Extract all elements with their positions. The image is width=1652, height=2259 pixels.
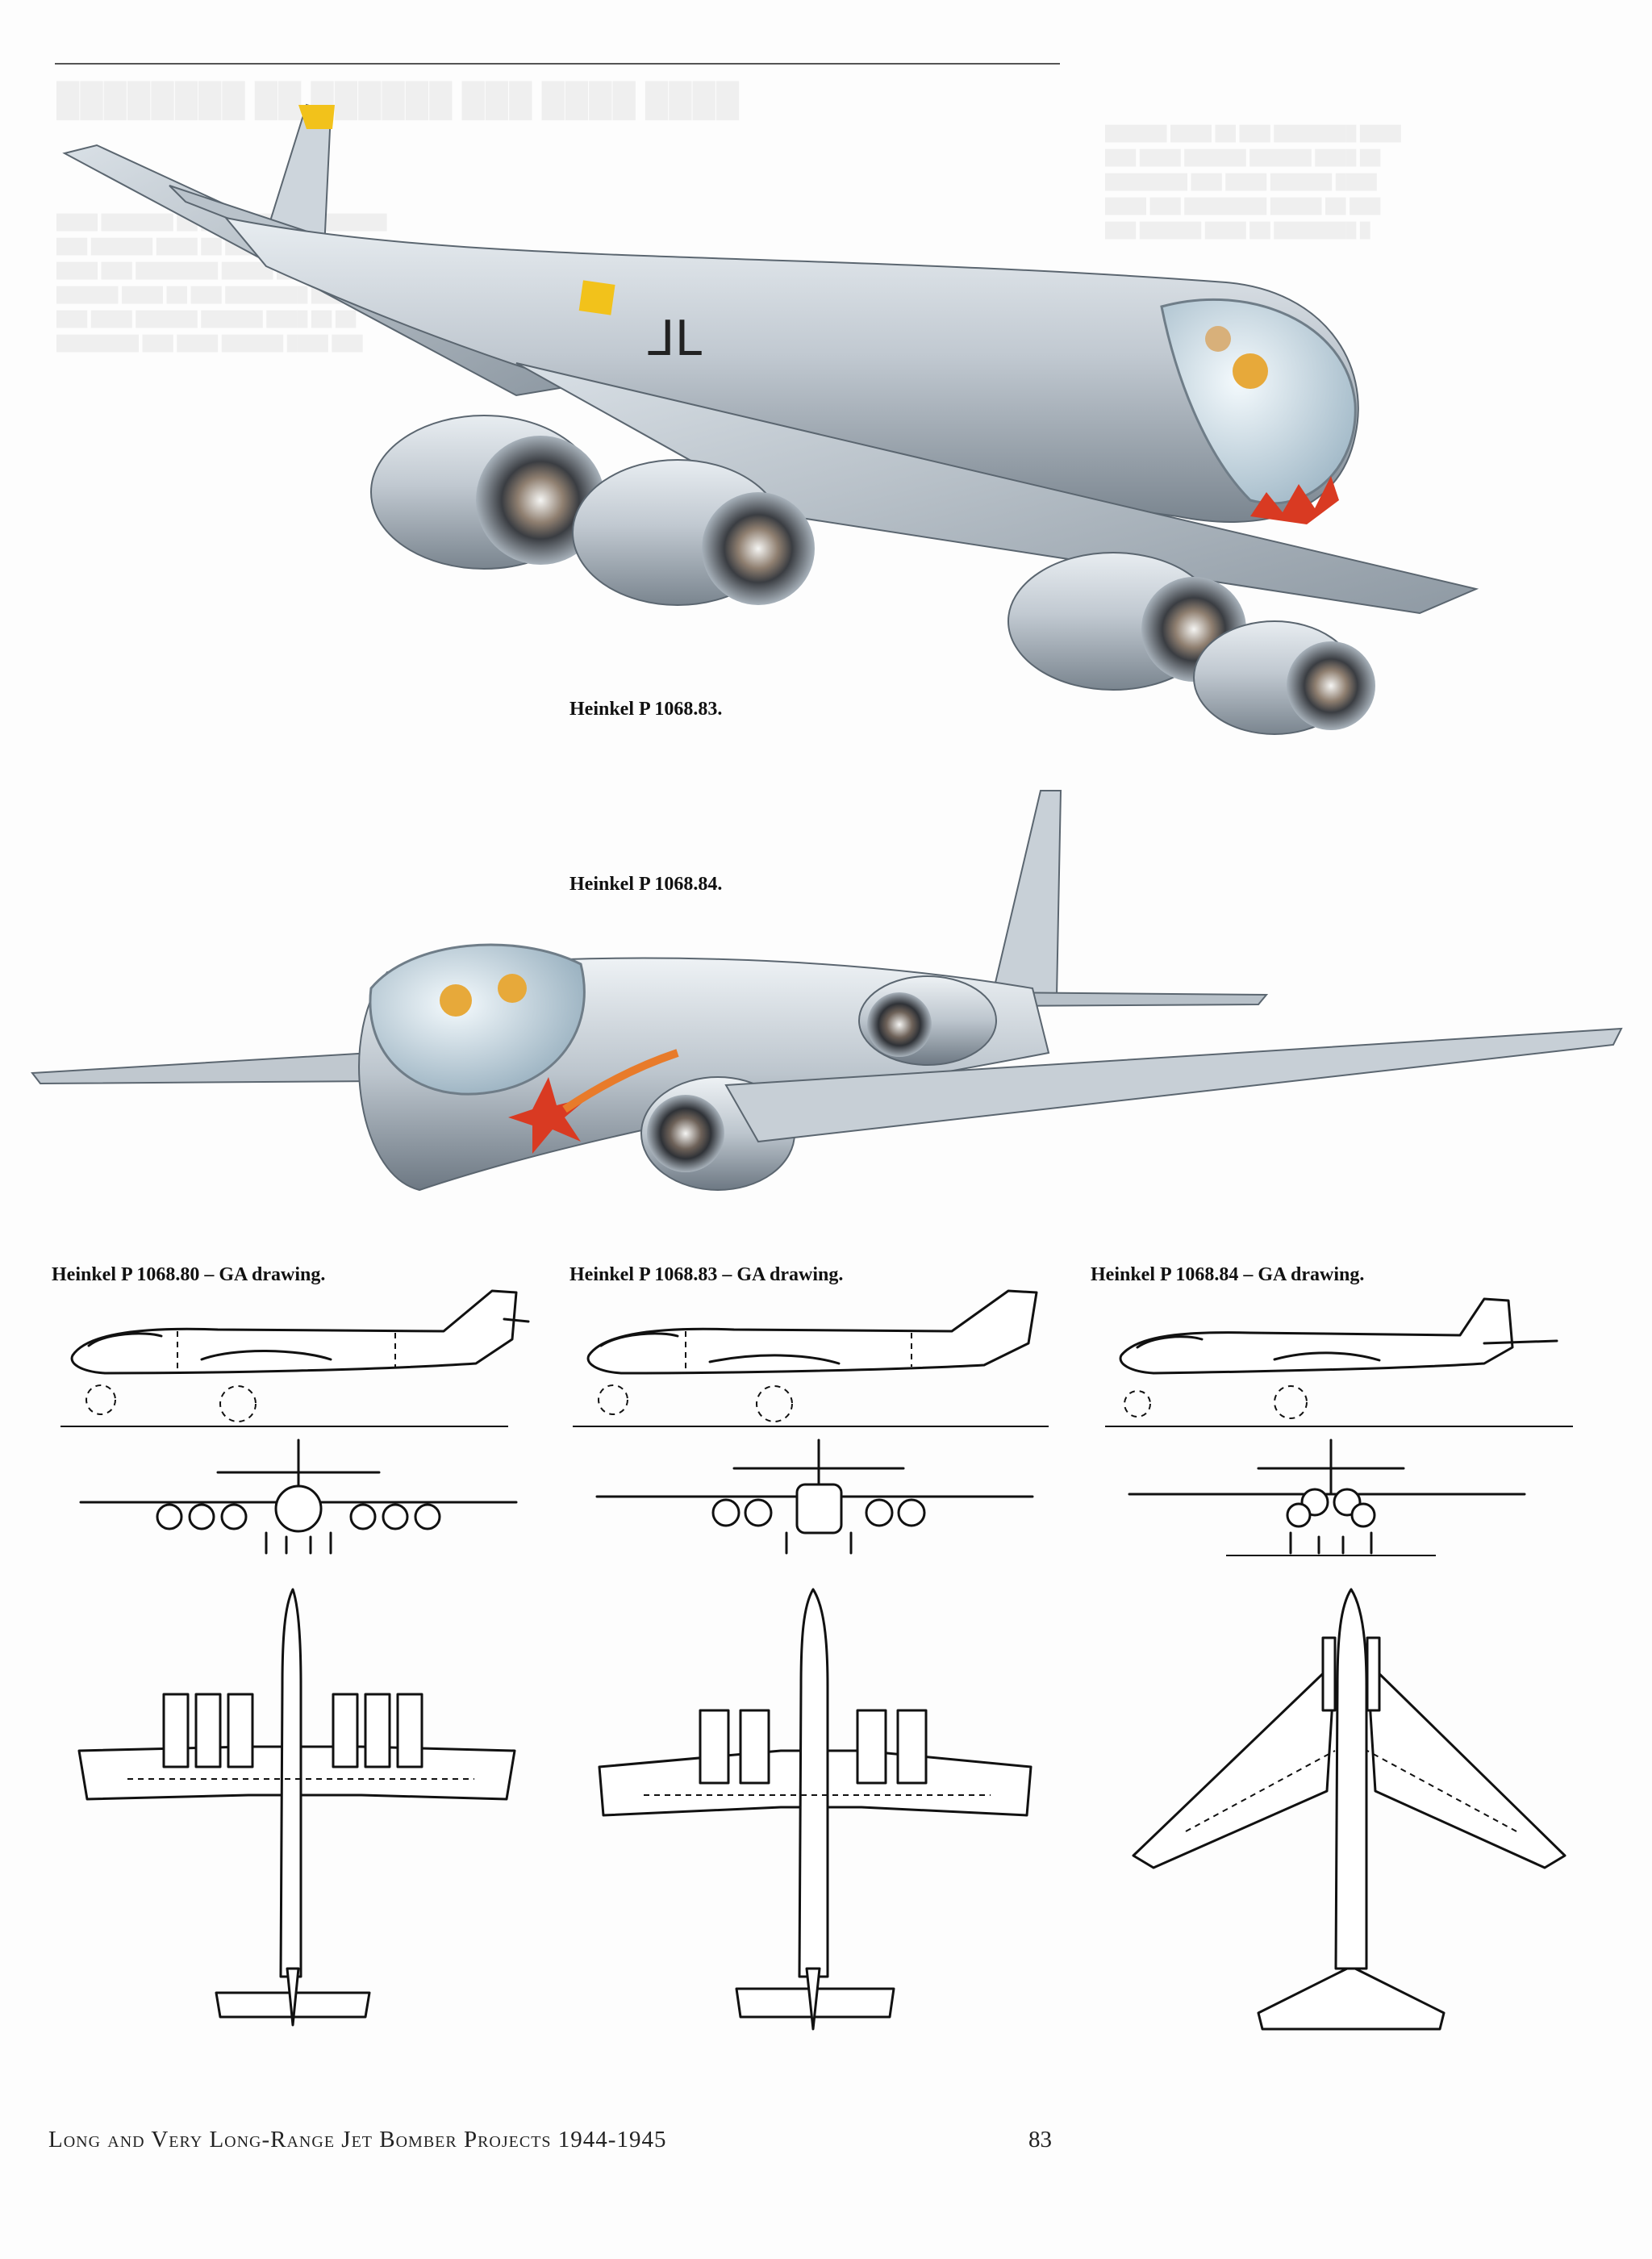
ga-p1068-80-front-view	[79, 1438, 518, 1555]
page-number: 83	[1028, 2127, 1052, 2153]
header-rule	[55, 63, 1060, 65]
running-footer-title: Long and Very Long-Range Jet Bomber Proj…	[48, 2127, 667, 2153]
ga-p1068-83-side-view	[573, 1289, 1049, 1427]
ga-p1068-83-plan-view	[598, 1588, 1032, 2031]
ga-p1068-84-front-view	[1128, 1438, 1526, 1556]
caption-ga-p1068-83: Heinkel P 1068.83 – GA drawing.	[569, 1264, 844, 1285]
bleed-through-heading: ████████ ██ ██████ ███ ████ ████	[56, 81, 740, 118]
ga-p1068-80-side-view	[60, 1289, 530, 1427]
ga-p1068-80-plan-view	[77, 1588, 516, 2027]
ga-p1068-84-plan-view	[1132, 1588, 1566, 2031]
caption-p1068-84: Heinkel P 1068.84.	[569, 874, 723, 895]
bleed-through-text-right: ██████ ████ ██ ███ ████████ ███████ ████…	[1105, 125, 1401, 238]
caption-ga-p1068-80: Heinkel P 1068.80 – GA drawing.	[52, 1264, 326, 1285]
heinkel-p1068-83-painting: ᒧᒪ	[62, 103, 1479, 735]
ga-p1068-84-side-view	[1105, 1297, 1573, 1427]
caption-ga-p1068-84: Heinkel P 1068.84 – GA drawing.	[1091, 1264, 1365, 1285]
caption-p1068-83: Heinkel P 1068.83.	[569, 699, 723, 720]
svg-text:ᒧᒪ: ᒧᒪ	[645, 311, 703, 367]
ga-p1068-83-front-view	[595, 1438, 1034, 1555]
heinkel-p1068-84-painting	[31, 790, 1623, 1192]
